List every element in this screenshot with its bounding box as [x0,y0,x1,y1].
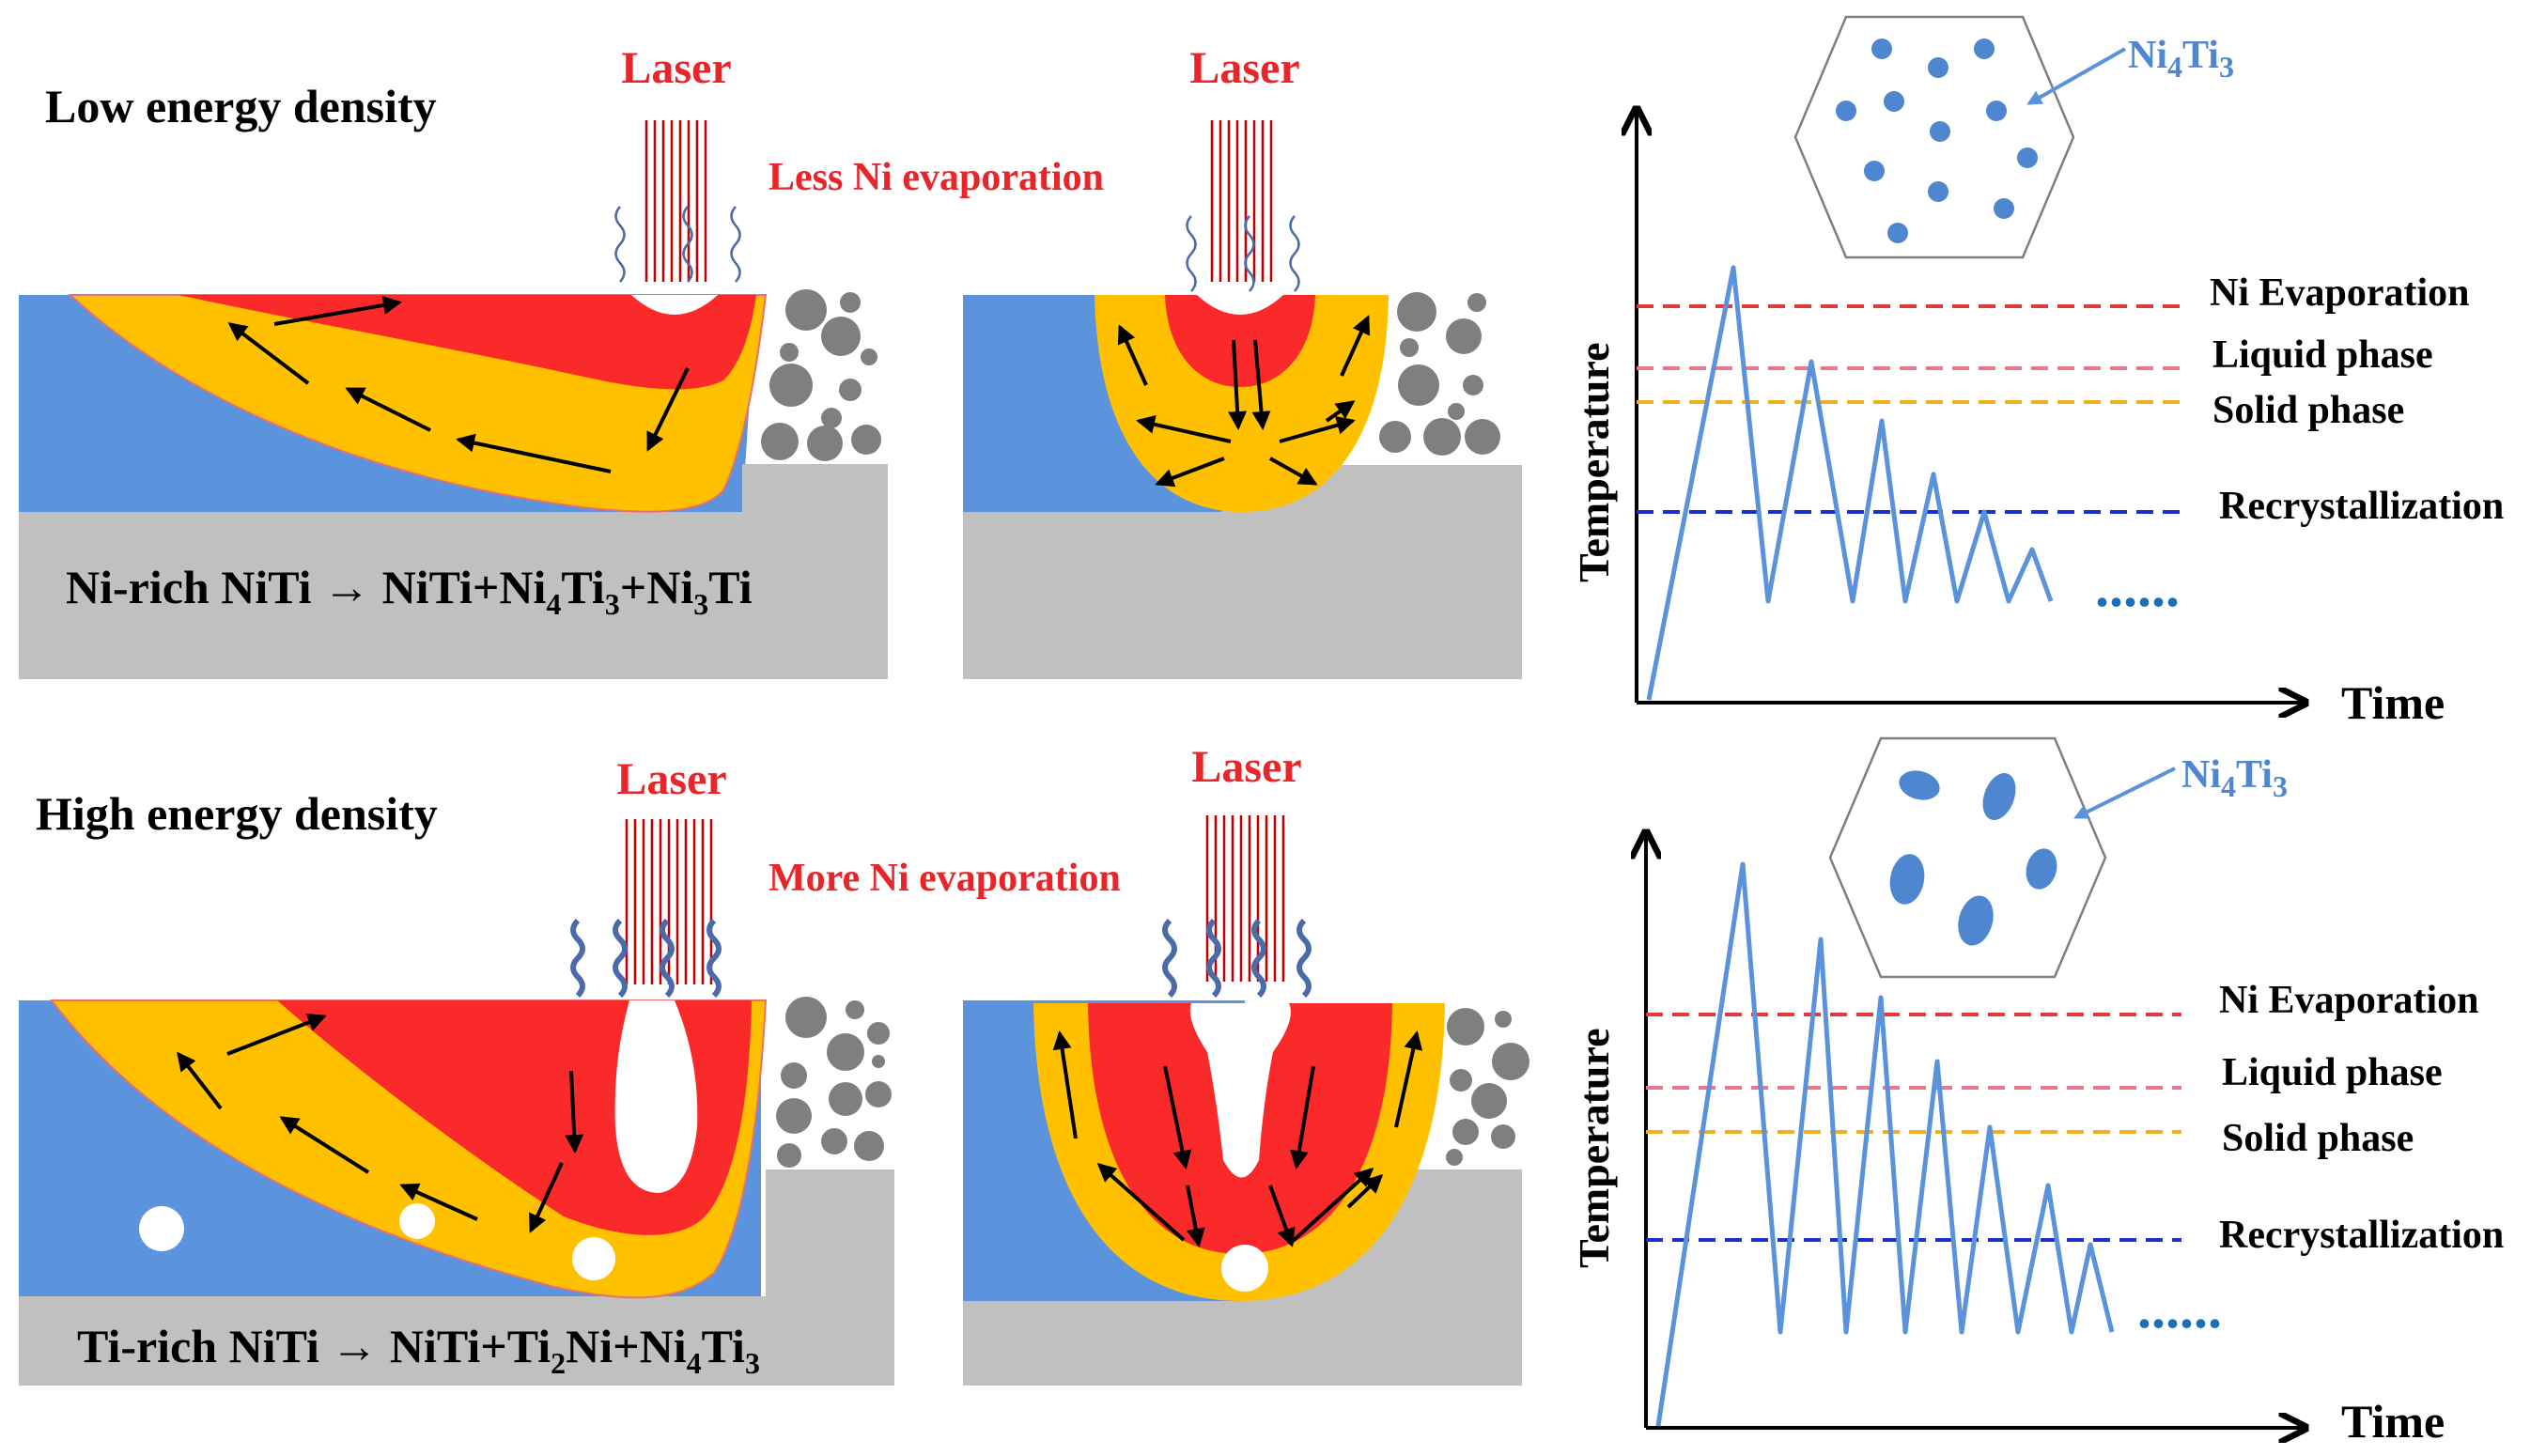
level-label: Recrystallization [2219,485,2504,528]
precipitate-particles-fine [1836,39,2038,243]
reaction-equation: Ni-rich NiTi → NiTi+Ni4Ti3+Ni3Ti [66,561,753,621]
laser-beam [1205,815,1285,982]
powder-bed-base [742,464,888,512]
high-density-scan-track [19,819,894,1386]
vapor-plume [1162,918,1312,999]
level-label: Solid phase [2212,389,2404,432]
laser-label: Laser [616,754,726,804]
y-axis-label: Temperature [1570,342,1618,582]
level-label: Liquid phase [2222,1051,2443,1094]
x-axis-label: Time [2341,676,2445,729]
keyhole [614,1000,698,1193]
reaction-equation: Ti-rich NiTi → NiTi+Ti2Ni+Ni4Ti3 [77,1320,760,1380]
marangoni-flow-arrows [1117,315,1371,488]
precipitate-label: Ni4Ti3 [2128,34,2234,84]
y-axis-label: Temperature [1570,1028,1618,1268]
substrate [19,512,888,679]
mushy-zone [1094,295,1389,512]
precipitate-label: Ni4Ti3 [2181,753,2288,803]
evaporation-label: Less Ni evaporation [768,156,1104,199]
temperature-curve [1646,265,2054,701]
thermal-history-plot-high: Ni4Ti3 Temperature Time Ni Evaporation L… [1570,736,2504,1448]
grain-hexagon [1828,736,2107,979]
marangoni-flow-arrows [1052,1030,1423,1247]
powder-particles [1446,1008,1529,1166]
vapor-plume [1186,215,1300,292]
powder-particles [776,997,892,1168]
high-density-cross-section [963,815,1529,1386]
level-label: Liquid phase [2212,333,2433,377]
powder-particles [761,289,881,461]
powder-particles [1379,292,1500,456]
keyhole [631,295,718,315]
low-density-title: Low energy density [45,80,437,132]
pointer-arrow [2026,47,2126,105]
temperature-curve [1655,861,2115,1427]
keyhole [1197,295,1283,315]
laser-label: Laser [1189,43,1299,93]
gas-pore [1221,1245,1268,1292]
low-density-scan-track [19,120,888,679]
evaporation-label: More Ni evaporation [768,857,1121,900]
melt-pool [179,295,756,390]
level-label: Solid phase [2222,1117,2414,1160]
marangoni-flow-arrows [227,296,690,473]
thermal-history-plot-low: Ni4Ti3 Temperature Time Ni Evaporation L… [1570,15,2504,729]
marangoni-flow-arrows [177,1013,584,1233]
melt-pool [1165,295,1315,387]
x-axis-label: Time [2341,1395,2445,1448]
solidified-track [963,295,1094,512]
vapor-plume [614,206,741,283]
gas-pores [139,1203,615,1280]
laser-beam [1210,120,1273,282]
continuation-dots: ...... [2137,1278,2222,1340]
precipitate-particles-coarse [1889,770,2057,946]
low-density-cross-section [963,120,1522,679]
pointer-arrow [2073,767,2176,819]
level-label: Ni Evaporation [2219,979,2479,1022]
vapor-plume [570,918,722,999]
laser-beam [644,120,707,282]
level-label: Ni Evaporation [2210,271,2470,315]
high-density-title: High energy density [36,787,438,840]
laser-label: Laser [1191,742,1301,792]
powder-bed-base [766,1169,894,1296]
level-label: Recrystallization [2219,1214,2504,1257]
substrate [19,1296,894,1386]
keyhole [1189,1003,1291,1178]
continuation-dots: ...... [2095,556,2180,618]
laser-label: Laser [621,43,731,93]
